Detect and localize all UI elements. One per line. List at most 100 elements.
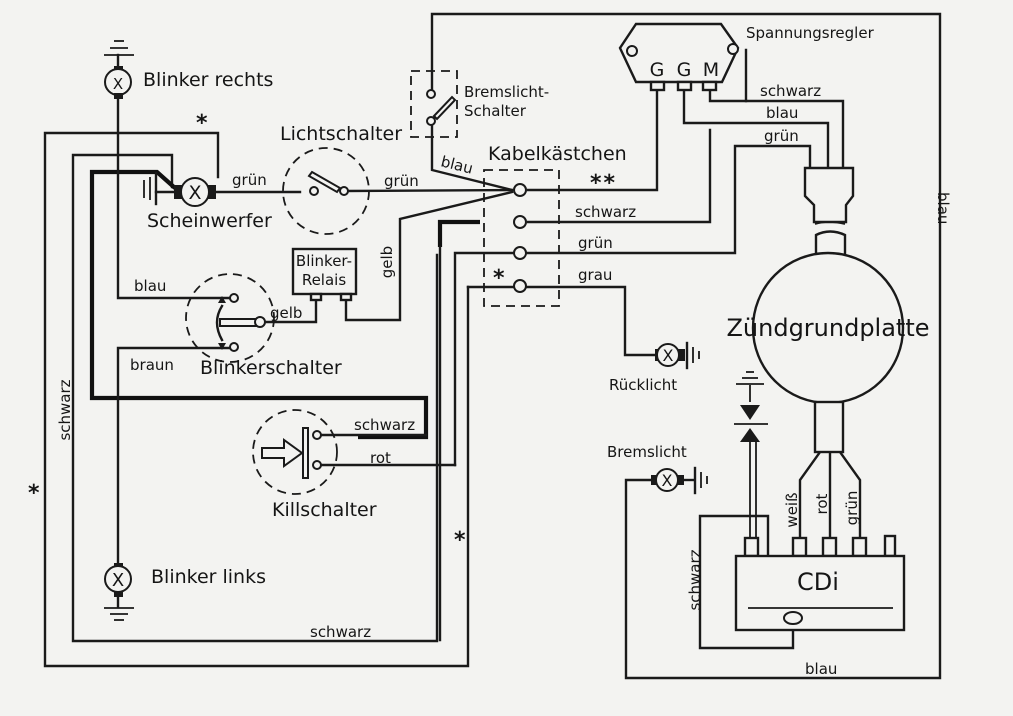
diode-icon (740, 405, 760, 420)
connector-plug (803, 166, 855, 257)
wire-label-schwarz-2: schwarz (760, 82, 821, 100)
wire-label-gelb-relais: gelb (378, 246, 396, 278)
switch-lever-icon (432, 95, 457, 121)
regulator-terminal-m: M (703, 59, 719, 81)
marker-star-center: * (454, 528, 466, 553)
killschalter (252, 409, 338, 495)
kabelkaestchen (483, 169, 560, 307)
wire-label-rot-kill: rot (370, 449, 391, 467)
scheinwerfer: X (143, 171, 216, 207)
label-kabelkaestchen: Kabelkästchen (488, 143, 627, 165)
wire-label-schwarz-1: schwarz (575, 203, 636, 221)
wire-lichtschalter-gruen (342, 188, 514, 193)
wire-kabel-grau (466, 285, 658, 357)
label-bremslicht-schalter-2: Schalter (464, 102, 527, 120)
zuendgrundplatte: Zündgrundplatte (726, 251, 930, 454)
wire-regler-blau (682, 88, 830, 170)
junction-box-boundary (483, 169, 560, 307)
wire-label-gruen-4: grün (764, 127, 799, 145)
marker-star-left: * (28, 481, 40, 506)
switch-boundary (185, 273, 275, 363)
ruecklicht: X (655, 341, 700, 370)
wire-label-schwarz-left: schwarz (56, 379, 74, 440)
wire-label-blau-2: blau (766, 104, 798, 122)
wire-label-gruen-2: grün (384, 172, 419, 190)
wire-bremslichtschalter-top (430, 12, 942, 680)
svg-text:X: X (663, 346, 674, 365)
terminal (513, 215, 527, 229)
wire-label-gruen-1: grün (232, 171, 267, 189)
blinker-links: X (104, 563, 134, 621)
wire-cdi-weiss (798, 450, 822, 540)
regulator-body (618, 22, 740, 84)
push-arrow-icon (261, 438, 304, 468)
terminal (513, 279, 527, 293)
label-zuendgrundplatte: Zündgrundplatte (726, 314, 929, 342)
wire-blinkerschalter-gelb (260, 298, 318, 324)
label-killschalter: Killschalter (272, 499, 377, 521)
spannungsregler: G G M (618, 22, 740, 92)
label-blinker-relais-2: Relais (302, 271, 347, 289)
terminal (513, 183, 527, 197)
blinker-relais: Blinker- Relais (291, 247, 358, 302)
wire-kabel-schwarz (526, 128, 712, 224)
kill-button-plate (302, 427, 309, 479)
wire-label-weiss: weiß (783, 492, 801, 527)
label-bremslicht: Bremslicht (607, 443, 687, 461)
label-spannungsregler: Spannungsregler (746, 24, 875, 42)
wire-label-schwarz-cdi: schwarz (686, 549, 704, 610)
marker-star-kabel: * (493, 266, 505, 291)
wire-kabel-gruen (453, 144, 812, 467)
diode (734, 371, 768, 442)
regulator-terminal-g2: G (677, 59, 692, 81)
wire-label-gruen-cdi: grün (843, 491, 861, 526)
wire-kabel-schwarz-thick (437, 219, 480, 247)
switch-boundary (252, 409, 338, 495)
wire-cdi-schwarz (698, 514, 795, 650)
wire-label-gruen-3: grün (578, 234, 613, 252)
blinkerschalter (185, 273, 275, 363)
wire-label-blau-right: blau (934, 192, 952, 224)
wire-label-braun: braun (130, 356, 174, 374)
toggle-arrow-icon (215, 304, 224, 342)
wire-label-grau: grau (578, 266, 612, 284)
blinker-rechts: X (104, 40, 134, 99)
bremslicht-schalter (410, 70, 458, 138)
label-bremslicht-schalter-1: Bremslicht- (464, 83, 549, 101)
label-blinkerschalter: Blinkerschalter (200, 357, 342, 379)
wire-regler-m-schwarz (708, 88, 748, 103)
marker-star-top: * (196, 111, 208, 136)
label-blinker-links: Blinker links (151, 566, 266, 588)
svg-text:X: X (662, 471, 673, 490)
switch-lever-icon (219, 318, 261, 327)
wire-label-blau-bottom: blau (805, 660, 837, 678)
label-blinker-rechts: Blinker rechts (143, 69, 273, 91)
wire-left-schwarz (71, 153, 439, 643)
wire-cdi-gruen (838, 450, 862, 540)
label-scheinwerfer: Scheinwerfer (147, 210, 272, 232)
wire-regler-schwarz (744, 48, 845, 170)
terminal (513, 246, 527, 260)
marker-double-star: ** (590, 171, 617, 196)
label-blinker-relais-1: Blinker- (296, 252, 352, 270)
lichtschalter (282, 147, 370, 235)
wire-left-outer-star (43, 131, 470, 668)
label-cdi: CDi (797, 568, 839, 596)
svg-text:X: X (112, 570, 124, 591)
switch-boundary (282, 147, 370, 235)
wire-relais-gelb (344, 190, 514, 322)
relay-body (291, 247, 358, 296)
switch-lever-icon (307, 170, 342, 194)
wire-label-schwarz-kill: schwarz (354, 416, 415, 434)
wire-label-gelb-blinker: gelb (270, 304, 302, 322)
cdi-unit: CDi (734, 534, 906, 632)
wire-kabel-regler-g1 (526, 88, 659, 192)
switch-boundary (410, 70, 458, 138)
label-ruecklicht: Rücklicht (609, 376, 677, 394)
wire-braun-blinker-links (116, 346, 234, 564)
wire-blinker-rechts-blau (116, 93, 234, 300)
bremslicht: X (651, 466, 708, 495)
svg-text:X: X (188, 182, 201, 204)
label-lichtschalter: Lichtschalter (280, 123, 402, 145)
wire-label-rot-cdi: rot (813, 493, 831, 514)
